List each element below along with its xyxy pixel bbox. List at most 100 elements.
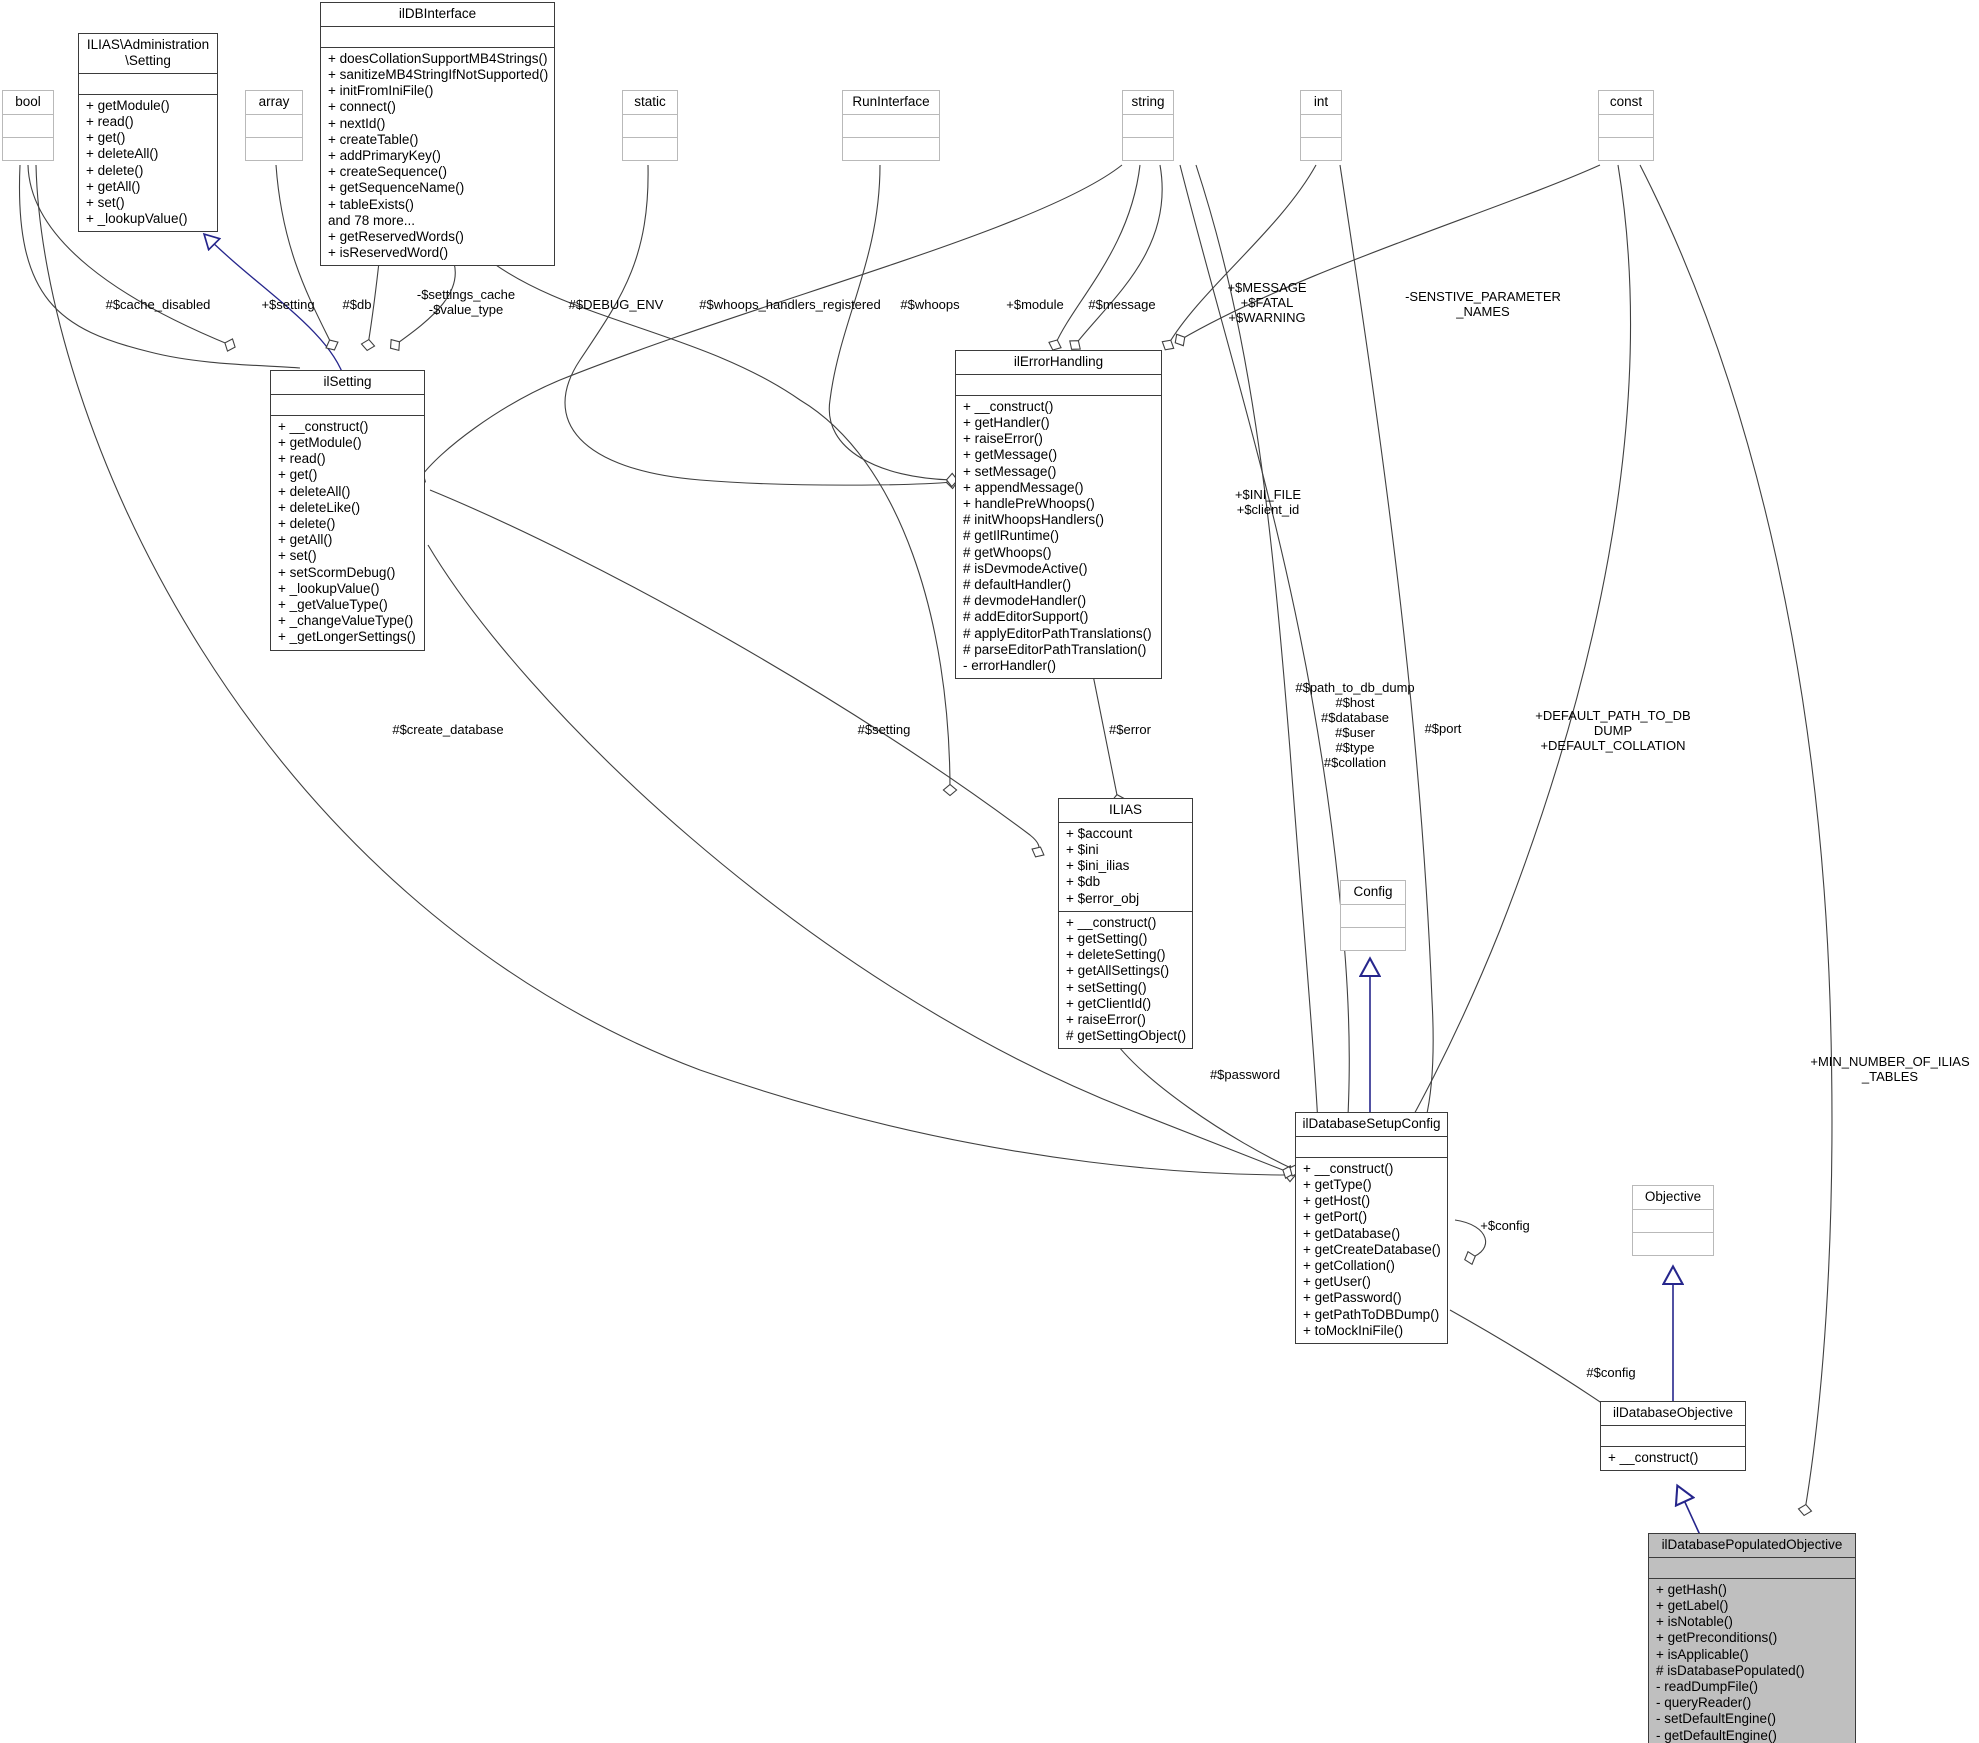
attributes-compartment xyxy=(1341,905,1405,927)
edge-label-settings-cache: -$settings_cache -$value_type xyxy=(416,287,516,317)
operations-list: + __construct() + getHandler() + raiseEr… xyxy=(963,398,1152,673)
class-node-runinterface[interactable]: RunInterface xyxy=(842,90,940,161)
edge-label-module: +$module xyxy=(1006,297,1064,312)
operations-compartment: + __construct() + getSetting() + deleteS… xyxy=(1059,912,1192,1049)
attributes-compartment xyxy=(1649,1558,1855,1578)
attributes-compartment xyxy=(956,375,1161,395)
operations-compartment: + __construct() + getModule() + read() +… xyxy=(271,416,424,650)
operations-list: + getHash() + getLabel() + isNotable() +… xyxy=(1656,1581,1805,1743)
class-node-ildatabasesetupconfig[interactable]: ilDatabaseSetupConfig + __construct() + … xyxy=(1295,1112,1448,1344)
operations-compartment: + __construct() xyxy=(1601,1447,1745,1470)
operations-compartment xyxy=(623,138,677,160)
class-title: static xyxy=(634,94,666,109)
operations-list: + getModule() + read() + get() + deleteA… xyxy=(86,97,188,227)
class-node-objective[interactable]: Objective xyxy=(1632,1185,1714,1256)
class-node-const[interactable]: const xyxy=(1598,90,1654,161)
class-title: ilErrorHandling xyxy=(1013,354,1104,369)
class-title: ilDatabaseObjective xyxy=(1612,1405,1734,1420)
operations-list: + __construct() + getType() + getHost() … xyxy=(1303,1160,1441,1338)
operations-compartment xyxy=(843,138,939,160)
operations-compartment xyxy=(1599,138,1653,160)
class-node-ildatabaseobjective[interactable]: ilDatabaseObjective + __construct() xyxy=(1600,1401,1746,1472)
edge-label-senstive-parameter-names: -SENSTIVE_PARAMETER _NAMES xyxy=(1405,289,1561,319)
attributes-compartment xyxy=(843,115,939,137)
class-title: ILIAS xyxy=(1108,802,1143,817)
operations-compartment xyxy=(1341,928,1405,950)
class-node-ildatabasepopulatedobjective[interactable]: ilDatabasePopulatedObjective + getHash()… xyxy=(1648,1533,1856,1743)
edge-label-setting-plus: +$setting xyxy=(261,297,315,312)
operations-compartment: + getModule() + read() + get() + deleteA… xyxy=(79,95,217,232)
operations-compartment xyxy=(1123,138,1173,160)
class-title: int xyxy=(1313,94,1329,109)
operations-list: + __construct() + getModule() + read() +… xyxy=(278,418,416,645)
operations-compartment xyxy=(246,138,302,160)
attributes-compartment xyxy=(1296,1137,1447,1157)
class-title: ilDatabasePopulatedObjective xyxy=(1661,1537,1843,1552)
attributes-compartment xyxy=(1301,115,1341,137)
edge-label-whoops-handlers: #$whoops_handlers_registered xyxy=(699,297,881,312)
edge-label-config-hash: #$config xyxy=(1586,1365,1636,1380)
edge-label-config-plus: +$config xyxy=(1480,1218,1530,1233)
edge-label-debug-env: #$DEBUG_ENV xyxy=(568,297,664,312)
class-node-ilias-administration-setting[interactable]: ILIAS\Administration \Setting + getModul… xyxy=(78,33,218,233)
edge-label-min-number-ilias-tables: +MIN_NUMBER_OF_ILIAS _TABLES xyxy=(1810,1054,1970,1084)
class-title: RunInterface xyxy=(852,94,930,109)
class-node-ilsetting[interactable]: ilSetting + __construct() + getModule() … xyxy=(270,370,425,651)
edge-label-whoops: #$whoops xyxy=(900,297,960,312)
class-title: string xyxy=(1131,94,1165,109)
class-node-static[interactable]: static xyxy=(622,90,678,161)
edge-label-default-path-collation: +DEFAULT_PATH_TO_DB DUMP +DEFAULT_COLLAT… xyxy=(1535,708,1691,753)
class-node-bool[interactable]: bool xyxy=(2,90,54,161)
operations-compartment: + __construct() + getType() + getHost() … xyxy=(1296,1158,1447,1343)
attributes-compartment xyxy=(1633,1210,1713,1232)
attributes-compartment xyxy=(3,115,53,137)
attributes-compartment xyxy=(271,395,424,415)
attributes-compartment xyxy=(321,27,554,47)
edge-label-message: #$message xyxy=(1088,297,1156,312)
class-node-string[interactable]: string xyxy=(1122,90,1174,161)
attributes-compartment xyxy=(79,74,217,94)
attributes-list: + $account + $ini + $ini_ilias + $db + $… xyxy=(1066,825,1140,906)
class-node-array[interactable]: array xyxy=(245,90,303,161)
class-title: bool xyxy=(15,94,41,109)
class-title: const xyxy=(1609,94,1643,109)
operations-compartment xyxy=(3,138,53,160)
operations-list: + __construct() + getSetting() + deleteS… xyxy=(1066,914,1187,1044)
operations-list: + __construct() xyxy=(1608,1449,1699,1465)
edge-label-db: #$db xyxy=(342,297,372,312)
attributes-compartment xyxy=(1123,115,1173,137)
attributes-compartment xyxy=(623,115,677,137)
operations-list: + doesCollationSupportMB4Strings() + san… xyxy=(328,50,549,261)
class-node-config[interactable]: Config xyxy=(1340,880,1406,951)
class-node-ildbinterface[interactable]: ilDBInterface + doesCollationSupportMB4S… xyxy=(320,2,555,267)
class-title: Objective xyxy=(1644,1189,1702,1204)
edge-label-path-to-db-dump: #$path_to_db_dump #$host #$database #$us… xyxy=(1295,680,1415,770)
class-node-int[interactable]: int xyxy=(1300,90,1342,161)
class-node-ilerrorhandling[interactable]: ilErrorHandling + __construct() + getHan… xyxy=(955,350,1162,680)
attributes-compartment xyxy=(1599,115,1653,137)
edge-label-ini-file-client-id: +$INI_FILE +$client_id xyxy=(1234,487,1302,517)
edge-label-cache-disabled: #$cache_disabled xyxy=(105,297,211,312)
edge-label-error: #$error xyxy=(1109,722,1151,737)
attributes-compartment xyxy=(1601,1426,1745,1446)
attributes-compartment xyxy=(246,115,302,137)
edge-label-port: #$port xyxy=(1424,721,1462,736)
edge-label-message-fatal-warning: +$MESSAGE +$FATAL +$WARNING xyxy=(1227,280,1307,325)
class-title: Config xyxy=(1353,884,1393,899)
operations-compartment: + doesCollationSupportMB4Strings() + san… xyxy=(321,48,554,265)
attributes-compartment: + $account + $ini + $ini_ilias + $db + $… xyxy=(1059,823,1192,911)
operations-compartment: + __construct() + getHandler() + raiseEr… xyxy=(956,396,1161,678)
class-node-ilias[interactable]: ILIAS + $account + $ini + $ini_ilias + $… xyxy=(1058,798,1193,1050)
operations-compartment xyxy=(1633,1233,1713,1255)
edge-label-create-database: #$create_database xyxy=(392,722,504,737)
class-title: ILIAS\Administration \Setting xyxy=(86,37,210,68)
class-title: array xyxy=(258,94,290,109)
edge-label-setting-hash: #$setting xyxy=(857,722,911,737)
operations-compartment xyxy=(1301,138,1341,160)
class-title: ilDBInterface xyxy=(398,6,477,21)
class-title: ilDatabaseSetupConfig xyxy=(1302,1116,1441,1131)
edge-label-password: #$password xyxy=(1209,1067,1281,1082)
operations-compartment: + getHash() + getLabel() + isNotable() +… xyxy=(1649,1579,1855,1743)
